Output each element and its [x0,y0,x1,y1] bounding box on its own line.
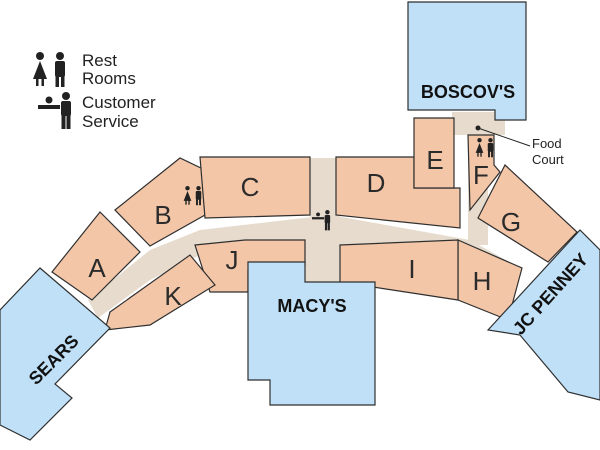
restroom-icon [33,52,65,87]
store-letter-a: A [88,253,106,283]
food-court-marker [475,125,531,147]
food-court-label-line2: Court [532,152,564,167]
anchor-boscovs[interactable] [407,1,527,121]
store-c[interactable] [199,156,311,219]
customer-service-icon [38,92,71,129]
store-letter-d: D [367,168,386,198]
store-letter-g: G [501,207,521,237]
restroom-icon[interactable] [183,186,202,206]
store-letter-f: F [473,160,489,190]
restroom-icon[interactable] [475,138,494,158]
anchor-stores [0,1,600,441]
store-letter-b: B [154,200,171,230]
legend-customer-service-line2: Service [82,112,139,131]
store-e[interactable] [413,117,455,189]
food-court-leader-line [477,127,531,147]
store-a[interactable] [51,211,141,301]
food-court-label-line1: Food [532,136,562,151]
legend-restroom-line1: Rest [82,51,117,70]
store-letters: A B C D E F G H I J K [88,145,521,311]
anchor-sears[interactable] [0,267,111,441]
customer-service-icon[interactable] [312,210,331,231]
main-corridor [88,215,520,318]
store-letter-e: E [426,145,443,175]
store-letter-c: C [241,172,260,202]
legend-customer-service-line1: Customer [82,93,156,112]
macys-entry-corridor [305,245,340,285]
legend-restroom-line2: Rooms [82,69,136,88]
anchor-macys[interactable] [247,261,376,406]
store-letter-h: H [473,266,492,296]
anchor-label-macys: MACY'S [277,296,346,316]
store-g[interactable] [477,164,578,263]
anchor-jcpenney[interactable] [486,229,600,401]
anchor-label-boscovs: BOSCOV'S [421,82,515,102]
store-letter-j: J [226,245,239,275]
store-letter-k: K [164,281,182,311]
stores [51,117,578,331]
store-letter-i: I [408,254,415,284]
legend: Rest Rooms Customer Service [33,51,156,131]
